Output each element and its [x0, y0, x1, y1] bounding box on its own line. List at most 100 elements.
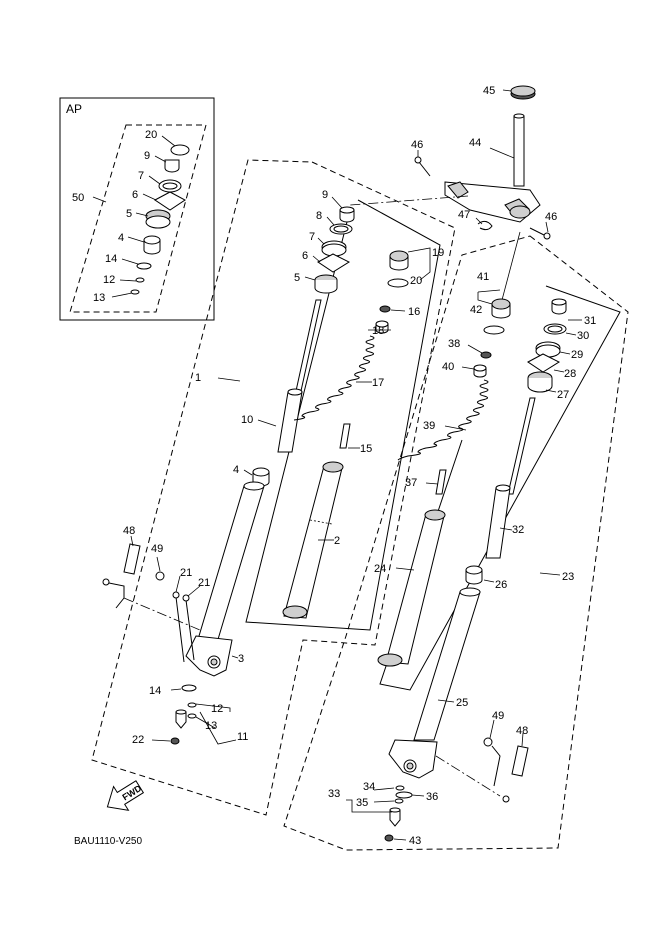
- left-hose-guide: [103, 581, 125, 609]
- callout-4-inset: 4: [118, 232, 124, 244]
- callout-13-inset: 13: [93, 292, 105, 304]
- left-gasket: [181, 684, 197, 692]
- callout-28: 28: [564, 368, 576, 380]
- callout-48-right: 48: [516, 725, 528, 737]
- callout-39: 39: [423, 420, 435, 432]
- right-gasket-36: [395, 791, 413, 799]
- left-inner-tube: [195, 485, 265, 647]
- inset-guide-bush: [154, 191, 186, 211]
- right-o-ring-34: [395, 785, 405, 791]
- right-reflector-bracket: [511, 745, 529, 777]
- fwd-arrow: FWD: [106, 780, 145, 811]
- right-bolt-43: [384, 834, 394, 842]
- callout-42: 42: [470, 304, 482, 316]
- callout-9-inset: 9: [144, 150, 150, 162]
- caliper-bolt-a: [175, 596, 185, 663]
- callout-50: 50: [72, 192, 84, 204]
- callout-30: 30: [577, 330, 589, 342]
- callout-20-left: 20: [410, 275, 422, 287]
- callout-40: 40: [442, 361, 454, 373]
- callout-29: 29: [571, 349, 583, 361]
- inset-gasket: [136, 262, 152, 270]
- left-o-ring-12: [187, 702, 197, 708]
- callout-20-inset: 20: [145, 129, 157, 141]
- inset-o-ring: [170, 144, 190, 156]
- inset-small-o-ring: [135, 277, 145, 283]
- steering-stem-assembly: 45 44 46 46 47: [349, 85, 557, 301]
- callout-18: 18: [372, 325, 384, 337]
- left-bolt-22: [170, 737, 180, 745]
- right-fork-assembly: 23 41 42 38 40 39 37 24: [283, 235, 629, 851]
- right-hose-guide: [491, 745, 501, 787]
- callout-34: 34: [363, 781, 375, 793]
- ap-inset: AP 20 9 7 6 5 4 14 12 13 50: [59, 97, 215, 321]
- callout-7-inset: 7: [138, 170, 144, 182]
- right-washer: [527, 353, 561, 373]
- callout-47: 47: [458, 209, 470, 221]
- ap-kit-outline: [69, 124, 207, 313]
- callout-48-left: 48: [123, 525, 135, 537]
- left-axle-bracket: [185, 635, 233, 677]
- callout-6-left: 6: [302, 250, 308, 262]
- left-spring-seat: [339, 423, 351, 449]
- left-fork-assembly: 1 9 8 7 6 5 10 4: [91, 159, 456, 816]
- callout-46-right: 46: [545, 211, 557, 223]
- ap-inset-title: AP: [66, 102, 82, 116]
- callout-3: 3: [238, 653, 244, 665]
- right-outer-tube: [385, 513, 445, 665]
- right-o-ring-35: [394, 798, 404, 804]
- callout-2: 2: [334, 535, 340, 547]
- left-damper-rod: [293, 299, 322, 401]
- callout-17: 17: [372, 377, 384, 389]
- callout-9-left: 9: [322, 189, 328, 201]
- right-damper-rod: [507, 397, 536, 495]
- callout-4-left: 4: [233, 464, 239, 476]
- left-screw-49: [155, 571, 165, 581]
- inset-seal: [164, 159, 180, 173]
- callout-24: 24: [374, 563, 386, 575]
- steering-stem-shaft: [513, 115, 525, 187]
- callout-43: 43: [409, 835, 421, 847]
- right-cap-o-ring: [483, 325, 505, 335]
- pinch-bolt-right: [529, 227, 547, 237]
- callout-31: 31: [584, 315, 596, 327]
- right-screw-49: [483, 737, 493, 747]
- callout-46-left: 46: [411, 139, 423, 151]
- callout-35: 35: [356, 797, 368, 809]
- callout-37: 37: [405, 477, 417, 489]
- left-nut: [379, 305, 391, 313]
- left-o-ring-13: [187, 713, 197, 719]
- callout-19: 19: [432, 247, 444, 259]
- callout-21-b: 21: [198, 577, 210, 589]
- callout-23: 23: [562, 571, 574, 583]
- callout-32: 32: [512, 524, 524, 536]
- callout-5-left: 5: [294, 272, 300, 284]
- callout-33: 33: [328, 788, 340, 800]
- callout-11: 11: [237, 731, 248, 743]
- callout-1: 1: [195, 372, 201, 384]
- callout-5-inset: 5: [126, 208, 132, 220]
- callout-49-right: 49: [492, 710, 504, 722]
- right-axle-bracket: [388, 739, 438, 779]
- callout-12-inset: 12: [103, 274, 115, 286]
- callout-14-left: 14: [149, 685, 161, 697]
- callout-12-left: 12: [211, 703, 223, 715]
- callout-22: 22: [132, 734, 144, 746]
- left-reflector-bracket: [123, 543, 141, 575]
- right-nut: [480, 351, 492, 359]
- callout-16: 16: [408, 306, 420, 318]
- callout-49-left: 49: [151, 543, 163, 555]
- callout-36: 36: [426, 791, 438, 803]
- callout-27: 27: [557, 389, 569, 401]
- callout-14-inset: 14: [105, 253, 117, 265]
- caliper-bolt-b: [185, 599, 195, 661]
- callout-8: 8: [316, 210, 322, 222]
- callout-44: 44: [469, 137, 481, 149]
- callout-45: 45: [483, 85, 495, 97]
- right-fork-kit-outline: [283, 235, 629, 851]
- callout-26: 26: [495, 579, 507, 591]
- callout-7-left: 7: [309, 231, 315, 243]
- left-fork-kit-outline: [91, 159, 456, 816]
- fwd-arrow-icon: [106, 780, 145, 811]
